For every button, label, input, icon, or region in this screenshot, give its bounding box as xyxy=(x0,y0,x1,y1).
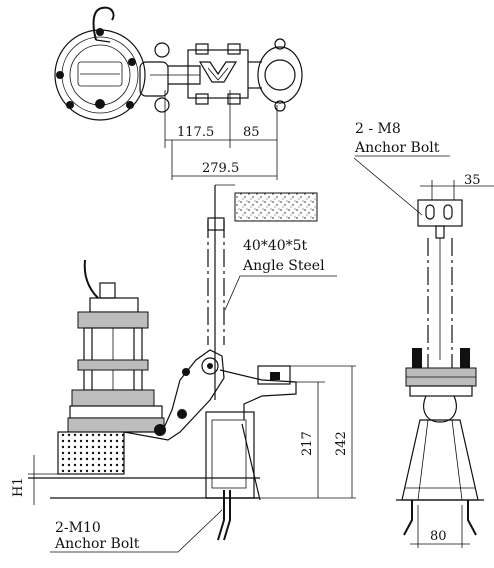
dim-242: 242 xyxy=(334,431,349,456)
top-view-flange xyxy=(257,38,303,112)
pump-body xyxy=(57,259,225,475)
dim-80: 80 xyxy=(430,529,447,544)
dim-35: 35 xyxy=(464,173,481,188)
top-view: 117.5 85 279.5 xyxy=(54,6,303,180)
dim-279-5: 279.5 xyxy=(202,161,239,176)
top-bolt-qty-label: 2 - M8 xyxy=(355,121,401,137)
steel-size-label: 40*40*5t xyxy=(243,238,308,254)
top-view-coupling xyxy=(139,42,262,113)
dim-h1: H1 xyxy=(11,477,26,497)
dim-217: 217 xyxy=(300,431,315,456)
bottom-bolt-qty-label: 2-M10 xyxy=(55,520,101,536)
top-view-pump xyxy=(54,6,146,121)
side-view: 2 - M8 Anchor Bolt 35 xyxy=(353,121,494,548)
dim-117-5: 117.5 xyxy=(177,125,214,140)
concrete-slab xyxy=(234,192,318,222)
bottom-bolt-name-label: Anchor Bolt xyxy=(54,536,140,552)
top-bolt-name-label: Anchor Bolt xyxy=(354,140,440,156)
steel-name-label: Angle Steel xyxy=(242,258,325,274)
dim-85: 85 xyxy=(243,125,260,140)
front-view: 40*40*5t Angle Steel xyxy=(11,184,356,553)
